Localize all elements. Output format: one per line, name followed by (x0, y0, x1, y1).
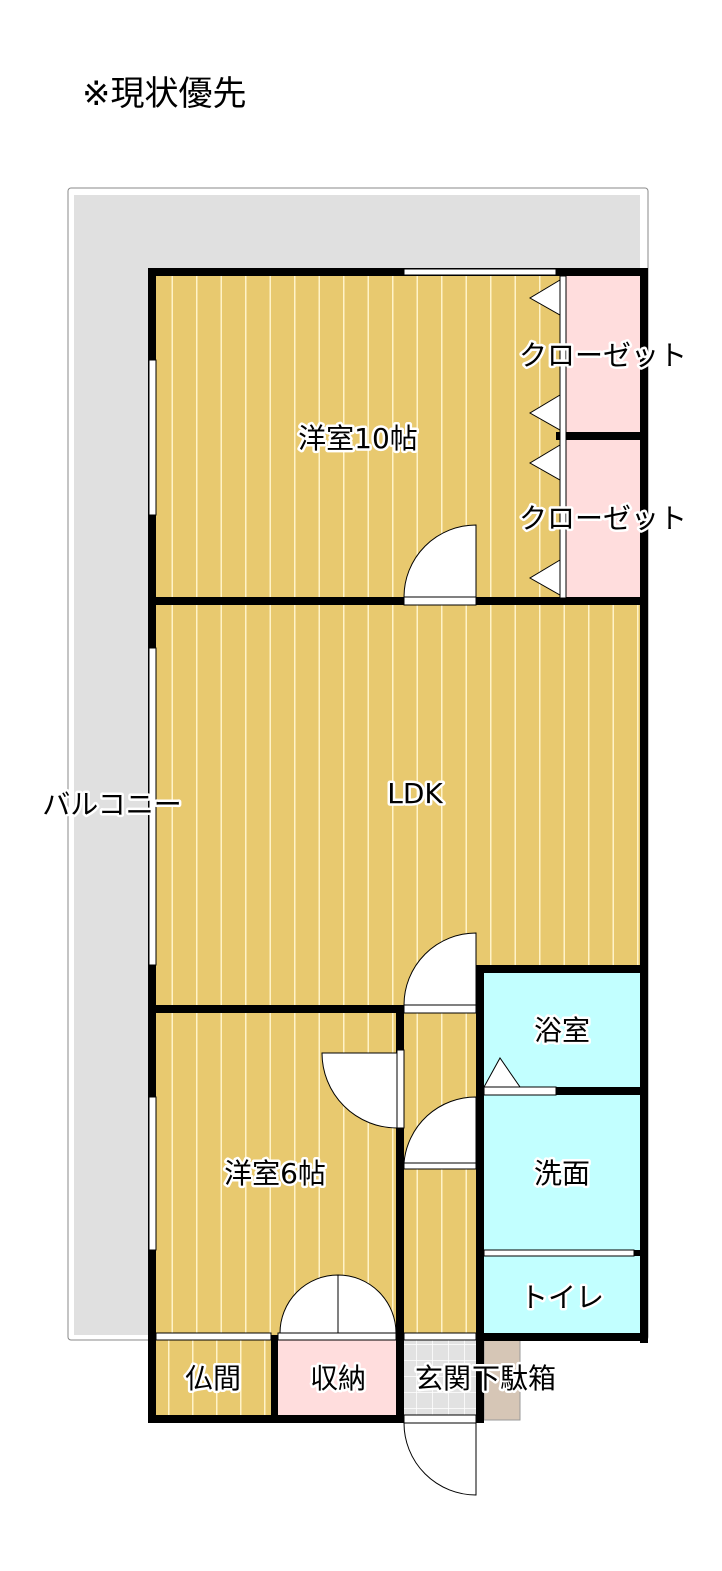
room-label-storage: 収納 (310, 1362, 366, 1395)
room-label-ldk: LDK (387, 777, 443, 810)
room-label-toilet: トイレ (520, 1281, 604, 1314)
closet1-floor (560, 275, 642, 437)
storage-floor (275, 1338, 400, 1420)
room-label-butsuma: 仏間 (185, 1362, 241, 1395)
room-label-closet2: クローゼット (519, 502, 687, 535)
room-label-balcony: バルコニー (42, 788, 181, 821)
room-label-washroom: 洗面 (534, 1157, 590, 1190)
shoebox-floor (483, 1337, 521, 1421)
wash-floor (480, 1092, 645, 1254)
closet2-floor (560, 437, 642, 599)
toilet-floor (480, 1254, 645, 1338)
room-label-shoebox: 下駄箱 (472, 1362, 556, 1395)
room-label-western10: 洋室10帖 (298, 422, 418, 455)
room-label-western6: 洋室6帖 (224, 1157, 326, 1190)
western10-floor (150, 268, 560, 602)
note-text: ※現状優先 (82, 74, 247, 114)
door-swings (279, 279, 561, 1496)
hall-floor (400, 1008, 480, 1338)
room-label-bath: 浴室 (534, 1014, 590, 1047)
ldk-floor (150, 602, 645, 1008)
room-label-entrance: 玄関 (415, 1362, 471, 1395)
butsuma-floor (150, 1338, 275, 1420)
room-label-closet1: クローゼット (519, 339, 687, 372)
entrance-floor (400, 1338, 480, 1420)
